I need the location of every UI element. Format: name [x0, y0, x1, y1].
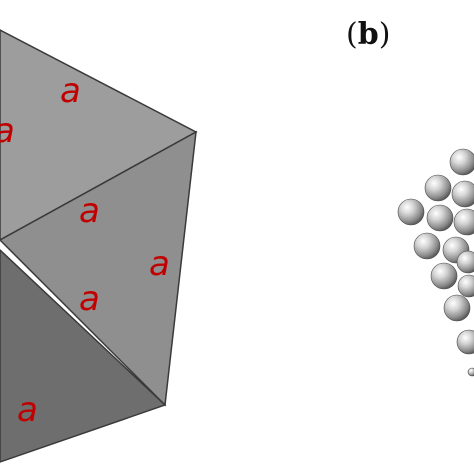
sphere-cluster	[397, 148, 474, 377]
sphere	[413, 232, 441, 260]
sphere	[397, 198, 425, 226]
edge-labels: a a a a a a	[0, 71, 170, 430]
sphere	[430, 262, 458, 290]
edge-label: a	[79, 279, 100, 319]
sphere	[424, 174, 452, 202]
sphere	[449, 148, 474, 176]
sphere	[453, 208, 474, 236]
polyhedron	[0, 29, 198, 463]
sphere	[451, 180, 474, 208]
polyhedron-face-right	[0, 130, 197, 407]
panel-b-label: (b)	[346, 17, 390, 52]
edge-label: a	[0, 111, 15, 151]
edge-label: a	[60, 71, 81, 111]
sphere	[426, 204, 454, 232]
polyhedron-face-bottom	[0, 248, 167, 463]
edge-label: a	[79, 191, 100, 231]
sphere	[456, 250, 474, 274]
edge-label: a	[149, 244, 170, 284]
sphere	[467, 367, 474, 377]
sphere	[457, 274, 474, 298]
sphere	[456, 329, 474, 355]
sphere	[443, 294, 471, 322]
edge-label: a	[17, 390, 38, 430]
